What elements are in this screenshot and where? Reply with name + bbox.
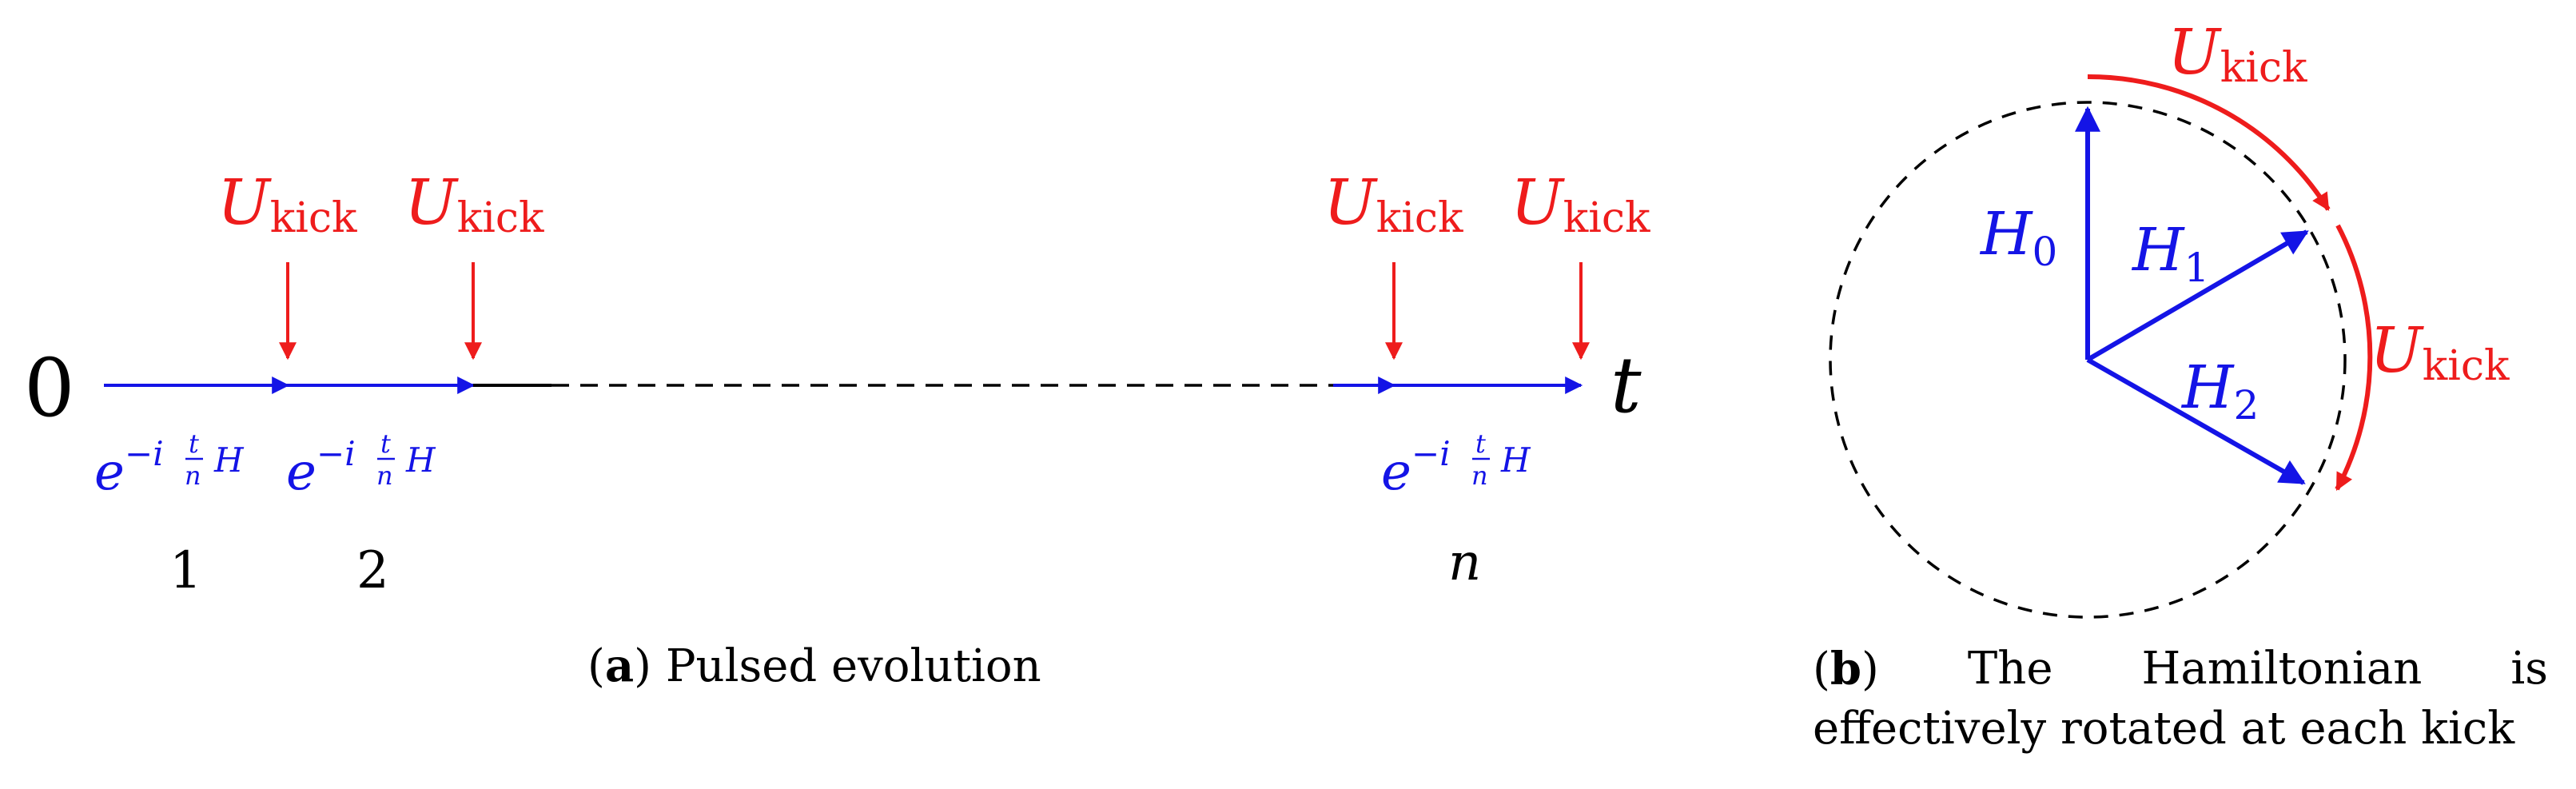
kick-label-3: Ukick [1324, 167, 1463, 242]
kick-label-4: Ukick [1511, 167, 1650, 242]
svg-text:H: H [405, 440, 436, 480]
time-start-label: 0 [24, 341, 75, 435]
evolution-label-2: e −i t n H [286, 428, 436, 502]
caption-b-line1: (b) The Hamiltonian is [1813, 640, 2548, 699]
step-label-n: n [1448, 533, 1481, 592]
kick-arrows [279, 262, 1590, 361]
caption-a: (a) Pulsed evolution [587, 640, 1041, 692]
svg-text:t: t [1475, 428, 1486, 459]
caption-b-line2: effectively rotated at each kick [1813, 703, 2515, 755]
svg-text:n: n [1471, 460, 1488, 491]
caption-a-tag: (a) [587, 640, 652, 692]
caption-b-tag: (b) [1813, 643, 1879, 695]
svg-text:n: n [376, 460, 393, 491]
kick-arc-2 [2335, 224, 2373, 491]
caption-a-text: Pulsed evolution [665, 640, 1041, 692]
svg-text:−i: −i [125, 434, 164, 473]
evolution-labels: e −i t n H e −i t n H e −i t n H [94, 428, 1531, 502]
rotation-circle [1829, 101, 2347, 619]
caption-b-word-1: The [1967, 643, 2053, 695]
kick-labels: Ukick Ukick Ukick Ukick [217, 167, 1650, 242]
svg-text:−i: −i [317, 434, 356, 473]
svg-text:e: e [1381, 443, 1411, 502]
svg-text:−i: −i [1411, 434, 1451, 473]
vector-h1 [2086, 229, 2309, 362]
evolution-label-n: e −i t n H [1381, 428, 1531, 502]
kick-label-2: Ukick [404, 167, 544, 242]
svg-text:t: t [189, 428, 199, 459]
label-h0: H0 [1979, 200, 2057, 275]
caption-b-word-3: is [2510, 643, 2548, 695]
arc-kick-label-1: Ukick [2168, 17, 2307, 92]
kick-arc-1 [2087, 74, 2331, 211]
caption-b-word-2: Hamiltonian [2141, 643, 2423, 695]
caption-b: (b) The Hamiltonian is effectively rotat… [1813, 640, 2548, 759]
label-h1: H1 [2131, 216, 2209, 291]
time-end-label: t [1610, 341, 1642, 430]
kick-label-1: Ukick [217, 167, 357, 242]
evolution-label-1: e −i t n H [94, 428, 245, 502]
svg-text:n: n [185, 460, 201, 491]
svg-text:t: t [380, 428, 391, 459]
panel-a: 0 t Ukick Ukick Ukick Ukick e −i t n H [24, 167, 1650, 600]
arc-kick-label-2: Ukick [2370, 315, 2510, 390]
svg-text:H: H [213, 440, 245, 480]
step-labels: 1 2 n [169, 533, 1481, 600]
svg-text:H: H [1500, 440, 1531, 480]
label-h2: H2 [2180, 353, 2259, 428]
svg-text:e: e [94, 443, 125, 502]
vector-h2 [2086, 357, 2306, 485]
panel-b: H0 H1 H2 Ukick Ukick [1829, 17, 2510, 619]
svg-text:e: e [286, 443, 317, 502]
step-label-2: 2 [356, 541, 389, 600]
step-label-1: 1 [169, 541, 202, 600]
